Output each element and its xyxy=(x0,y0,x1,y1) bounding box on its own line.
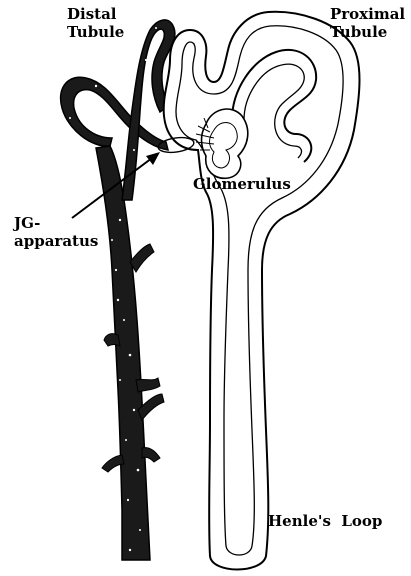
distal-tubule-label: Distal Tubule xyxy=(67,5,124,41)
distal-tubule-label-line-2: Tubule xyxy=(67,23,124,41)
collecting-duct xyxy=(61,20,175,560)
branch-1 xyxy=(130,244,154,272)
henles-loop-label: Henle's Loop xyxy=(268,512,382,530)
jg-pointer-head xyxy=(146,152,160,165)
jg-apparatus-label-line-2: apparatus xyxy=(14,232,98,250)
branch-2 xyxy=(104,334,120,346)
proximal-tubule-label-line-1: Proximal xyxy=(330,5,405,23)
proximal-tubule-and-loop xyxy=(164,12,360,570)
collecting-duct-trunk xyxy=(96,146,150,560)
proximal-tubule-label-line-2: Tubule xyxy=(330,23,405,41)
distal-tubule-label-line-1: Distal xyxy=(67,5,124,23)
proximal-tubule-label: Proximal Tubule xyxy=(330,5,405,41)
jg-apparatus-label-line-1: JG- xyxy=(14,214,98,232)
glomerulus-label: Glomerulus xyxy=(193,175,291,193)
jg-apparatus-label: JG- apparatus xyxy=(14,214,98,250)
branch-3 xyxy=(136,378,160,392)
